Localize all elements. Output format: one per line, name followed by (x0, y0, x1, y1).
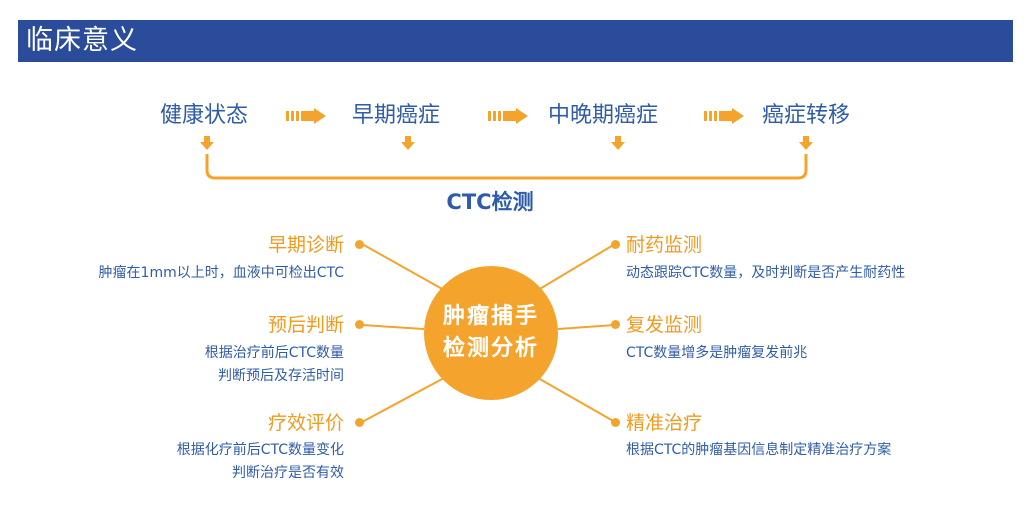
connector-line (537, 243, 616, 291)
node-desc-recurrence: CTC数量增多是肿瘤复发前兆 (626, 345, 808, 361)
connector-line (361, 324, 425, 330)
node-desc-efficacy-2: 判断治疗是否有效 (232, 465, 344, 481)
stage-arrow-icon (488, 108, 528, 124)
ctc-bracket (205, 154, 808, 180)
node-dot (611, 320, 620, 329)
down-arrow-icon (611, 136, 625, 150)
node-dot (611, 418, 620, 427)
center-circle: 肿瘤捕手 检测分析 (424, 266, 558, 400)
stage-advanced-cancer: 中晚期癌症 (548, 103, 659, 128)
node-desc-precision-therapy: 根据CTC的肿瘤基因信息制定精准治疗方案 (626, 442, 892, 458)
stage-early-cancer: 早期癌症 (352, 103, 441, 128)
node-title-drug-resistance: 耐药监测 (626, 234, 703, 256)
ctc-detection-label: CTC检测 (446, 190, 534, 214)
stage-arrow-icon (704, 108, 744, 124)
stage-metastasis: 癌症转移 (762, 103, 851, 128)
node-title-recurrence: 复发监测 (626, 314, 703, 336)
node-dot (355, 240, 364, 249)
header-bar: 临床意义 (18, 20, 1013, 62)
node-title-prognosis: 预后判断 (267, 314, 344, 336)
down-arrow-icon (200, 136, 214, 150)
node-desc-early-diagnosis: 肿瘤在1mm以上时，血液中可检出CTC (98, 265, 344, 281)
down-arrow-icon (401, 136, 415, 150)
center-label-line2: 检测分析 (442, 336, 539, 361)
center-label-line1: 肿瘤捕手 (442, 304, 539, 329)
node-dot (355, 418, 364, 427)
node-desc-efficacy-1: 根据化疗前后CTC数量变化 (176, 442, 344, 458)
node-desc-prognosis-2: 判断预后及存活时间 (218, 368, 344, 384)
connector-line (361, 243, 445, 291)
stage-arrow-icon (286, 108, 326, 124)
node-desc-drug-resistance: 动态跟踪CTC数量，及时判断是否产生耐药性 (626, 265, 906, 281)
node-title-efficacy: 疗效评价 (267, 412, 344, 434)
node-dot (611, 240, 620, 249)
connector-line (361, 377, 445, 423)
page-title: 临床意义 (26, 25, 138, 56)
connector-line (557, 324, 616, 330)
node-dot (355, 320, 364, 329)
node-title-early-diagnosis: 早期诊断 (267, 234, 344, 256)
down-arrow-icon (799, 136, 813, 150)
connector-line (537, 377, 616, 423)
stage-healthy: 健康状态 (160, 103, 249, 128)
node-desc-prognosis-1: 根据治疗前后CTC数量 (204, 345, 344, 361)
node-title-precision-therapy: 精准治疗 (626, 412, 703, 434)
